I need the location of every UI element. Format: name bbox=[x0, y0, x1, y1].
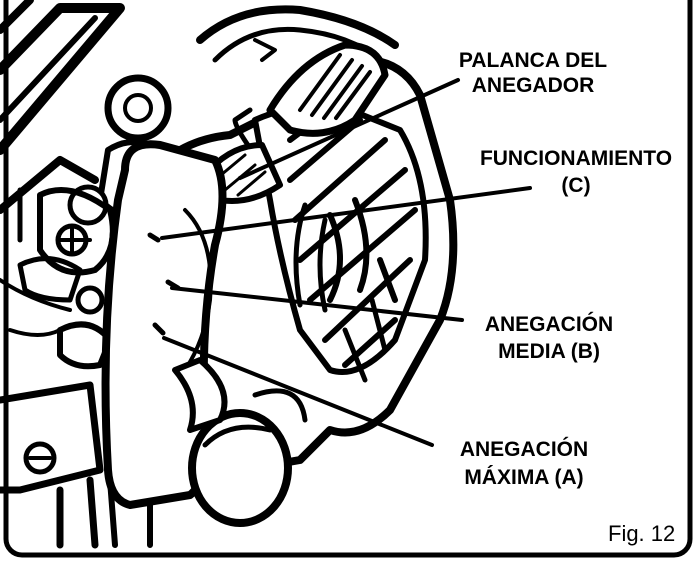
engine-illustration bbox=[0, 0, 453, 545]
label-primer-lever-line2: ANEGADOR bbox=[472, 74, 595, 97]
label-backgrounds bbox=[435, 42, 684, 493]
label-half-choke-line1: ANEGACIÓN bbox=[485, 312, 613, 336]
label-full-choke-line1: ANEGACIÓN bbox=[460, 437, 588, 461]
label-run-line1: FUNCIONAMIENTO bbox=[480, 147, 672, 170]
label-half-choke-line2: MEDIA (B) bbox=[498, 340, 600, 363]
label-full-choke-line2: MÁXIMA (A) bbox=[464, 466, 583, 489]
figure-label: Fig. 12 bbox=[608, 521, 675, 546]
label-run-line2: (C) bbox=[561, 174, 590, 197]
label-primer-lever-line1: PALANCA DEL bbox=[459, 49, 607, 72]
